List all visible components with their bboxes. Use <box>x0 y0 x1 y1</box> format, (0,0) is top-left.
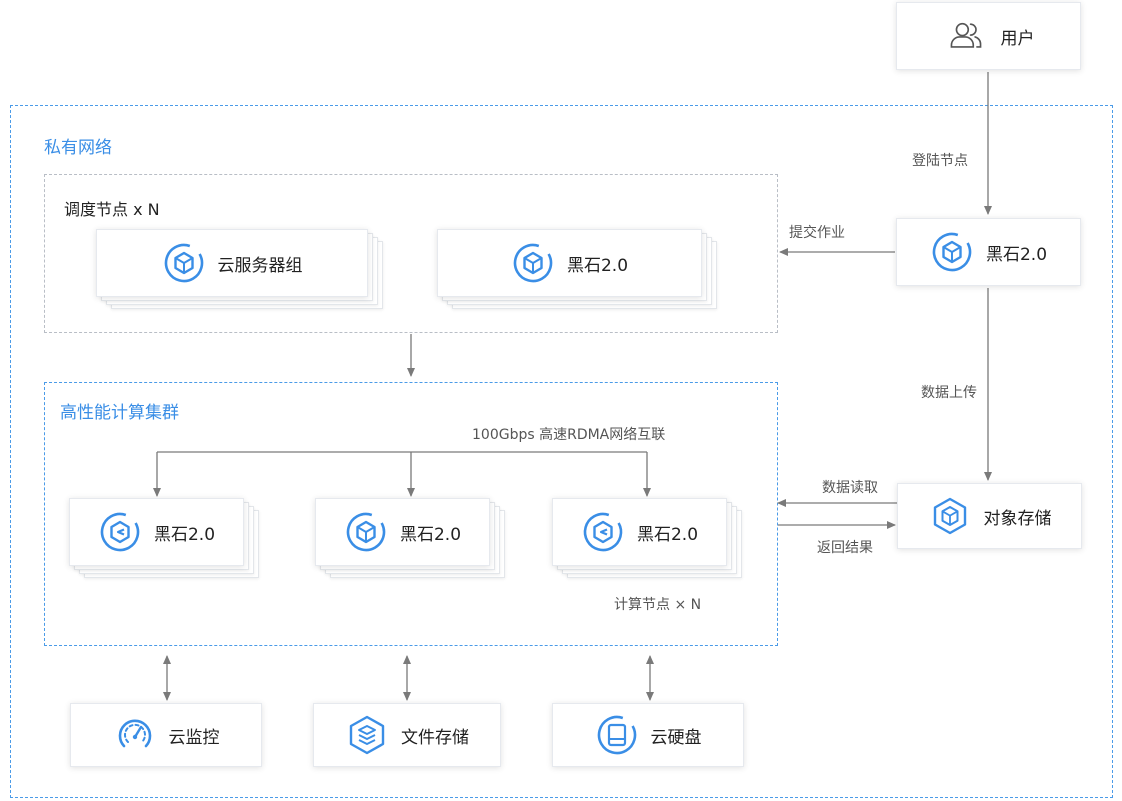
object-storage-label: 对象存储 <box>983 508 1052 529</box>
compute-icon <box>583 512 623 552</box>
server-group-icon <box>164 243 203 283</box>
edge-label-submit: 提交作业 <box>789 225 845 241</box>
file-storage-node[interactable]: 文件存储 <box>313 703 501 767</box>
scheduler-group-title: 调度节点 x N <box>64 200 160 219</box>
bare-metal-icon <box>932 232 972 272</box>
compute-node-3[interactable]: 黑石2.0 <box>552 498 727 566</box>
compute-node-3-label: 黑石2.0 <box>636 524 699 545</box>
compute-nodes-label: 计算节点 × N <box>614 597 702 613</box>
cloud-monitor-label: 云监控 <box>168 727 220 748</box>
edge-label-login: 登陆节点 <box>912 153 968 169</box>
monitor-gauge-icon <box>118 719 151 748</box>
heishi-scheduler-node[interactable]: 黑石2.0 <box>437 229 702 297</box>
cloud-disk-label: 云硬盘 <box>650 727 702 748</box>
users-icon <box>950 22 981 48</box>
hpc-cluster-title: 高性能计算集群 <box>60 403 179 423</box>
compute-icon <box>100 512 140 552</box>
edge-label-return: 返回结果 <box>817 540 873 556</box>
cloud-monitor-node[interactable]: 云监控 <box>70 703 262 767</box>
heishi-scheduler-label: 黑石2.0 <box>566 255 629 276</box>
cloud-server-group-node[interactable]: 云服务器组 <box>96 229 368 297</box>
user-label: 用户 <box>1000 28 1035 49</box>
heishi-entry-node[interactable]: 黑石2.0 <box>896 218 1081 286</box>
file-storage-label: 文件存储 <box>401 727 469 748</box>
heishi-entry-label: 黑石2.0 <box>985 244 1048 265</box>
private-network-boundary <box>10 105 1113 798</box>
compute-node-1[interactable]: 黑石2.0 <box>69 498 244 566</box>
object-storage-node[interactable]: 对象存储 <box>897 483 1082 549</box>
interconnect-label: 100Gbps 高速RDMA网络互联 <box>472 427 666 443</box>
edge-label-upload: 数据上传 <box>921 385 977 401</box>
bare-metal-icon <box>513 243 553 283</box>
object-storage-icon <box>933 497 966 535</box>
file-storage-icon <box>349 715 385 755</box>
compute-icon <box>346 512 386 552</box>
compute-node-2-label: 黑石2.0 <box>399 524 462 545</box>
compute-node-2[interactable]: 黑石2.0 <box>315 498 490 566</box>
private-network-title: 私有网络 <box>44 138 112 158</box>
cloud-disk-node[interactable]: 云硬盘 <box>552 703 744 767</box>
compute-node-1-label: 黑石2.0 <box>153 524 216 545</box>
hpc-cluster-group <box>44 382 778 646</box>
user-node[interactable]: 用户 <box>896 2 1081 70</box>
cloud-server-group-label: 云服务器组 <box>217 255 303 276</box>
cloud-disk-icon <box>597 715 636 755</box>
scheduler-group <box>44 174 778 333</box>
edge-label-read: 数据读取 <box>822 480 878 496</box>
